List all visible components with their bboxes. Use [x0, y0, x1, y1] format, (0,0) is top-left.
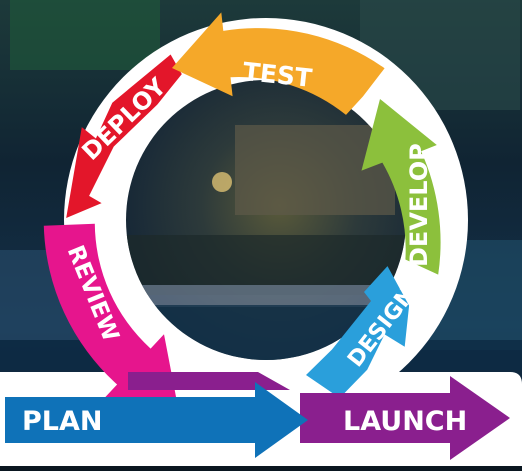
launch-label: LAUNCH [343, 406, 467, 437]
launch-wedge [128, 372, 290, 390]
develop-label: DEVELOP [405, 143, 433, 267]
center-photo [126, 80, 406, 360]
plan-label: PLAN [22, 406, 103, 437]
plan-arrow [5, 382, 308, 458]
review-arrow [43, 223, 177, 402]
design-arrow [306, 266, 410, 398]
deploy-arrow [66, 54, 182, 218]
test-arrow [172, 12, 385, 115]
test-label: TEST [241, 57, 313, 93]
launch-arrow [300, 376, 510, 460]
develop-arrow [361, 99, 441, 275]
